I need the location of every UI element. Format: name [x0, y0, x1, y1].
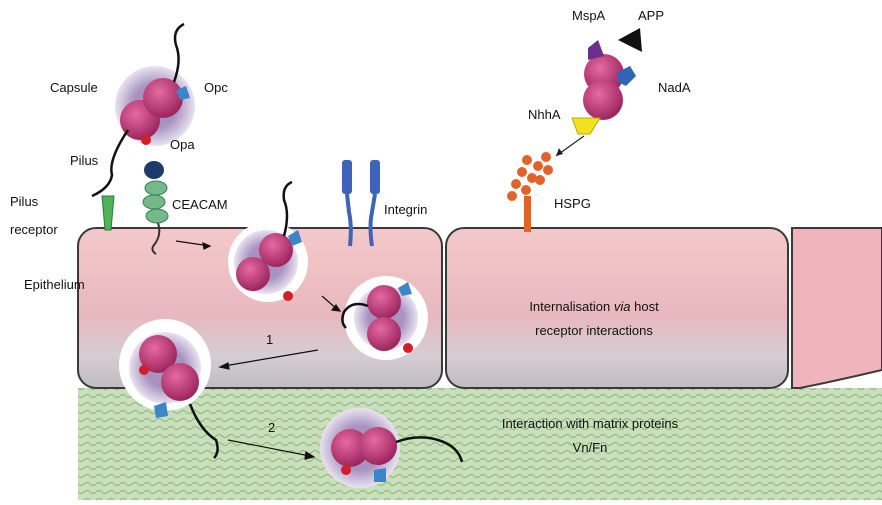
label-step-2: 2	[268, 420, 275, 435]
integrin-icon	[342, 160, 380, 247]
hspg-icon	[507, 152, 553, 232]
epithelial-cell-3	[791, 227, 882, 389]
label-internalisation-1: Internalisation via host	[529, 299, 659, 314]
pilus-receptor-icon	[101, 195, 115, 231]
label-app: APP	[638, 8, 664, 23]
label-epithelium: Epithelium	[24, 277, 85, 292]
pilus-icon	[91, 129, 130, 198]
arrows	[175, 240, 342, 460]
arrow-head	[556, 148, 563, 156]
label-pilus-receptor-2: receptor	[10, 222, 58, 237]
label-matrix-2: Vn/Fn	[573, 440, 608, 455]
label-nada: NadA	[658, 80, 691, 95]
label-integrin: Integrin	[384, 202, 427, 217]
label-pilus: Pilus	[70, 153, 99, 168]
label-nhha: NhhA	[528, 107, 561, 122]
nhha-icon	[571, 117, 601, 135]
label-step-1: 1	[266, 332, 273, 347]
label-mspa: MspA	[572, 8, 606, 23]
label-opa: Opa	[170, 137, 195, 152]
app-icon	[618, 28, 642, 52]
label-pilus-receptor-1: Pilus	[10, 194, 39, 209]
label-capsule: Capsule	[50, 80, 98, 95]
label-hspg: HSPG	[554, 196, 591, 211]
opa-icon	[141, 135, 151, 145]
label-internalisation-2: receptor interactions	[535, 323, 653, 338]
opc-icon	[176, 86, 190, 100]
matrix-layer	[78, 388, 882, 500]
nada-icon	[618, 66, 636, 86]
epithelial-cell-2	[445, 227, 789, 389]
ceacam-icon	[142, 161, 169, 255]
bacterium-transcytosing	[119, 319, 219, 459]
bacterium-adhesins	[571, 28, 642, 135]
bacterium-matrix	[320, 408, 464, 488]
label-opc: Opc	[204, 80, 228, 95]
bacterium-adherent	[91, 22, 195, 198]
bacterium-entering	[228, 180, 308, 302]
label-ceacam: CEACAM	[172, 197, 228, 212]
mspa-icon	[588, 40, 604, 60]
label-matrix-1: Interaction with matrix proteins	[502, 416, 679, 431]
bacterium-internalised	[341, 276, 428, 360]
